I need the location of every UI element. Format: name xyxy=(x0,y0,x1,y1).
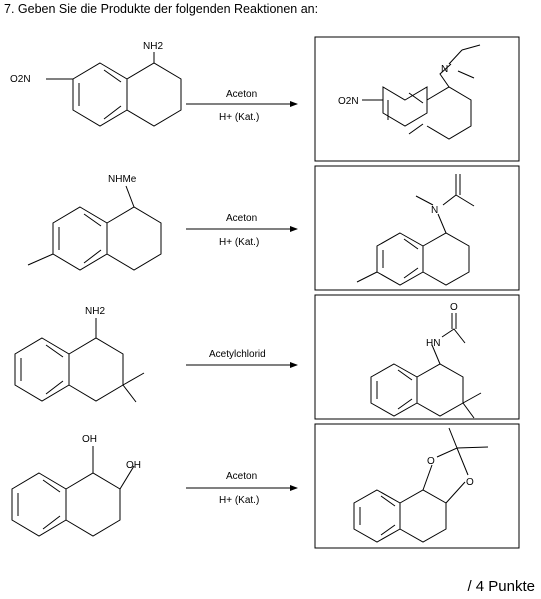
product-4-oxygen-2-label: O xyxy=(466,477,474,488)
reactant-2 xyxy=(27,185,162,271)
product-3-carbonyl-label: O xyxy=(450,302,458,313)
reactant-4-hydroxyl-1-label: OH xyxy=(82,434,97,445)
product-1-nitro-label: O2N xyxy=(338,96,359,107)
condition-4b: H+ (Kat.) xyxy=(219,495,259,506)
product-box-1 xyxy=(314,36,520,162)
reactant-3 xyxy=(14,318,145,403)
product-2-amine-label: N xyxy=(431,205,438,216)
product-2 xyxy=(356,174,475,286)
points-label: / 4 Punkte xyxy=(467,578,535,595)
reactant-1-nitro-label: O2N xyxy=(10,74,31,85)
product-box-4 xyxy=(314,423,520,549)
condition-1a: Aceton xyxy=(226,89,257,100)
reactant-2-amine-label: NHMe xyxy=(108,174,137,185)
reactant-3-amine-label: NH2 xyxy=(85,306,105,317)
condition-2a: Aceton xyxy=(226,213,257,224)
product-3 xyxy=(370,313,482,419)
condition-2b: H+ (Kat.) xyxy=(219,237,259,248)
reactant-1 xyxy=(46,52,182,127)
product-4 xyxy=(353,427,489,543)
condition-3: Acetylchlorid xyxy=(209,349,266,360)
product-3-amide-label: HN xyxy=(426,338,440,349)
product-box-3 xyxy=(314,294,520,420)
reactant-4-hydroxyl-2-label: OH xyxy=(126,460,141,471)
reactant-4 xyxy=(11,446,135,537)
reaction-scheme: NH2 O2N Aceton H+ (Kat.) N O2N NHMe Acet… xyxy=(10,36,520,549)
product-box-2 xyxy=(314,165,520,291)
product-4-oxygen-1-label: O xyxy=(427,456,435,467)
reactant-1-amine-label: NH2 xyxy=(143,41,163,52)
question-text: 7. Geben Sie die Produkte der folgenden … xyxy=(4,2,319,16)
condition-4a: Aceton xyxy=(226,471,257,482)
product-1 xyxy=(362,44,481,140)
condition-1b: H+ (Kat.) xyxy=(219,112,259,123)
product-1-imine-label: N xyxy=(441,64,448,75)
